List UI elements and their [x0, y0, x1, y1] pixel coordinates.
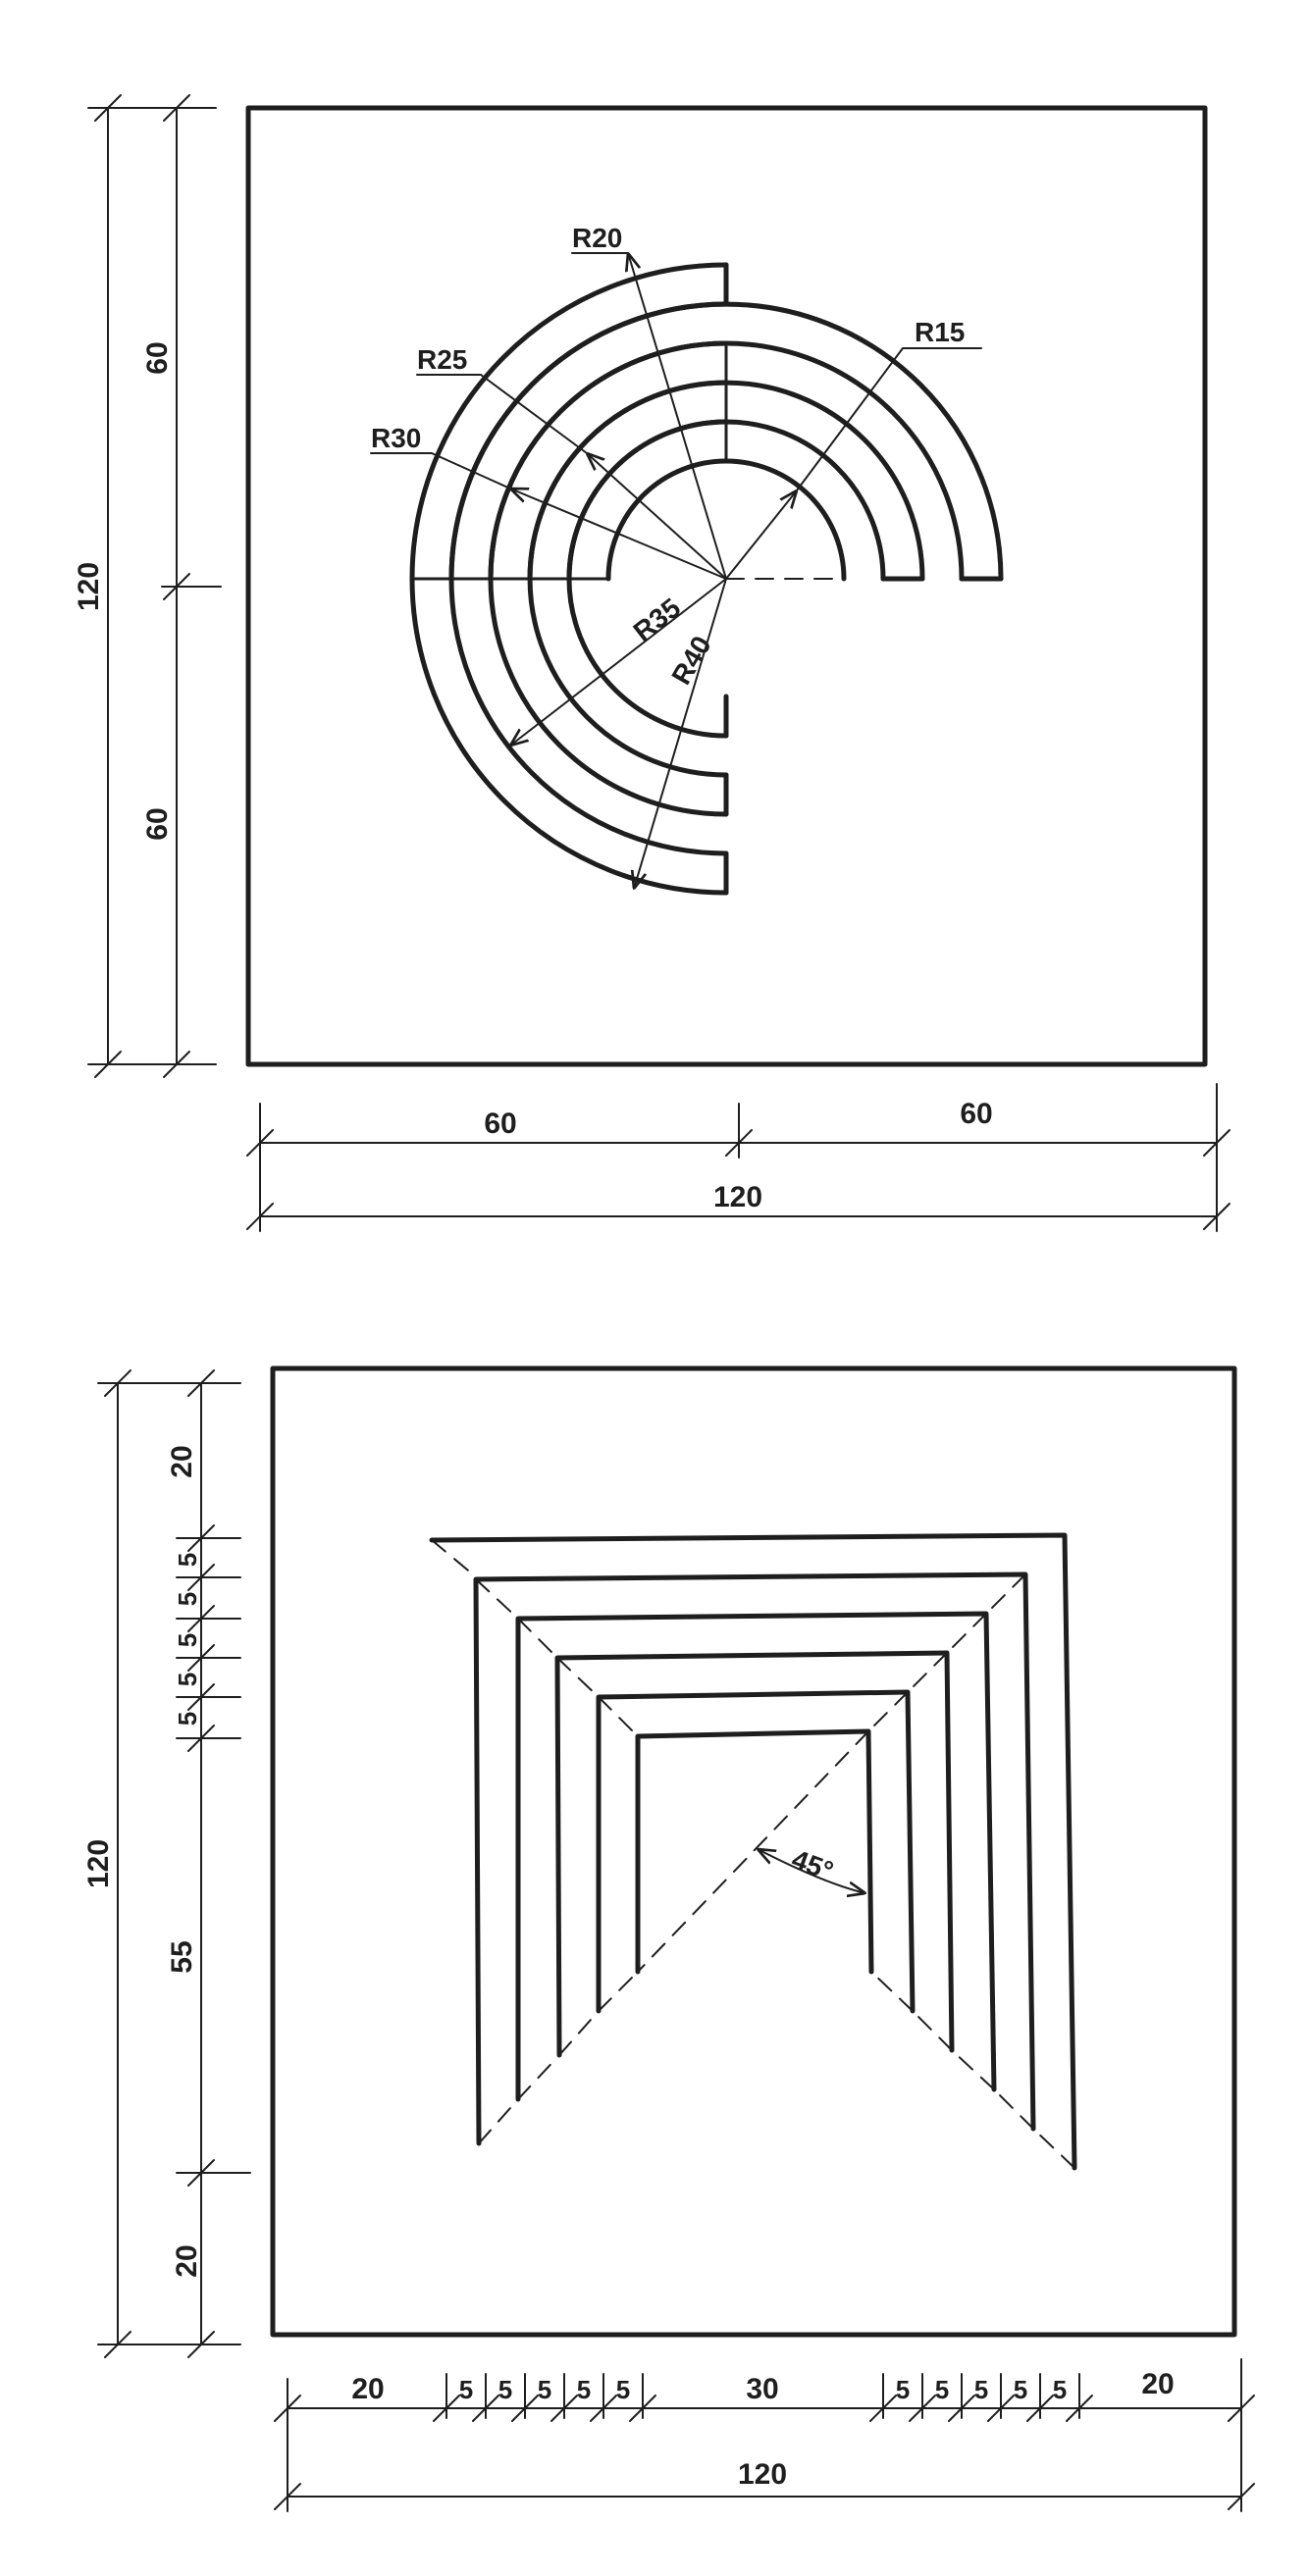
bottom-dim-w-12: 5	[1053, 2375, 1067, 2404]
top-dim-lower-half: 60	[141, 807, 174, 840]
bottom-dim-w-4: 5	[538, 2375, 551, 2404]
bottom-dim-opening-height: 55	[166, 1940, 198, 1973]
bottom-dim-top-margin: 20	[166, 1445, 198, 1477]
top-drawing: R20 R25 R30 R15 R35 R40 120 60 60	[73, 94, 1230, 1232]
u-outer-3	[596, 1689, 916, 2014]
angle-label: 45°	[788, 1844, 837, 1887]
top-dim-right-half-width: 60	[960, 1098, 992, 1130]
top-bottom-dimensions	[246, 1083, 1230, 1232]
angle-arc	[758, 1849, 865, 1893]
bottom-dim-w-3: 5	[498, 2375, 512, 2404]
bottom-dim-bottom-margin: 20	[171, 2244, 203, 2277]
u-inner-3	[635, 1728, 874, 1975]
top-dim-total-width: 120	[713, 1181, 762, 1213]
bottom-dim-total-width: 120	[738, 2458, 787, 2491]
bottom-dim-w-10: 5	[974, 2375, 988, 2404]
u-outer-2	[515, 1611, 997, 2102]
bottom-dim-step-4: 5	[173, 1673, 202, 1686]
bottom-dim-w-7: 30	[746, 2373, 778, 2405]
bottom-drawing: 45° 120 20 5 5	[82, 1365, 1255, 2512]
ring-upper-r120	[605, 458, 847, 582]
bottom-dim-step-2: 5	[173, 1592, 202, 1606]
bottom-dim-step-3: 5	[173, 1633, 202, 1647]
u-inner-2	[554, 1650, 955, 2058]
u-outer-1	[429, 1532, 1077, 2171]
radius-label-r40: R40	[665, 631, 717, 690]
bottom-dim-w-5: 5	[577, 2375, 591, 2404]
bottom-bottom-dimensions	[274, 2358, 1255, 2512]
top-left-dimensions	[87, 94, 222, 1078]
bottom-dim-w-8: 5	[896, 2375, 910, 2404]
bottom-dim-w-2: 5	[459, 2375, 473, 2404]
radius-label-r20: R20	[572, 223, 622, 253]
top-dim-upper-half: 60	[141, 341, 174, 374]
bottom-dim-w-1: 20	[351, 2373, 384, 2405]
top-dim-total-height: 120	[73, 562, 105, 611]
bottom-dim-w-13: 20	[1141, 2368, 1174, 2400]
bottom-dim-total-height: 120	[82, 1839, 115, 1888]
radius-leaders	[370, 253, 982, 889]
top-dim-left-half-width: 60	[484, 1108, 516, 1140]
bottom-dim-w-11: 5	[1014, 2375, 1027, 2404]
bottom-dim-step-5: 5	[173, 1712, 202, 1726]
radius-label-r25: R25	[417, 344, 467, 375]
bottom-dim-w-9: 5	[935, 2375, 949, 2404]
bottom-u-strips	[429, 1532, 1077, 2171]
bottom-left-dimensions	[97, 1369, 251, 2358]
radius-label-r15: R15	[915, 317, 965, 347]
radius-label-r35: R35	[628, 592, 687, 647]
bottom-dim-w-6: 5	[616, 2375, 630, 2404]
top-frame	[245, 105, 1208, 1067]
bottom-dim-step-1: 5	[173, 1553, 202, 1567]
u-inner-1	[473, 1571, 1036, 2146]
bottom-frame	[270, 1365, 1237, 2338]
top-ring-bands	[409, 262, 1004, 896]
radius-label-r30: R30	[371, 423, 421, 453]
